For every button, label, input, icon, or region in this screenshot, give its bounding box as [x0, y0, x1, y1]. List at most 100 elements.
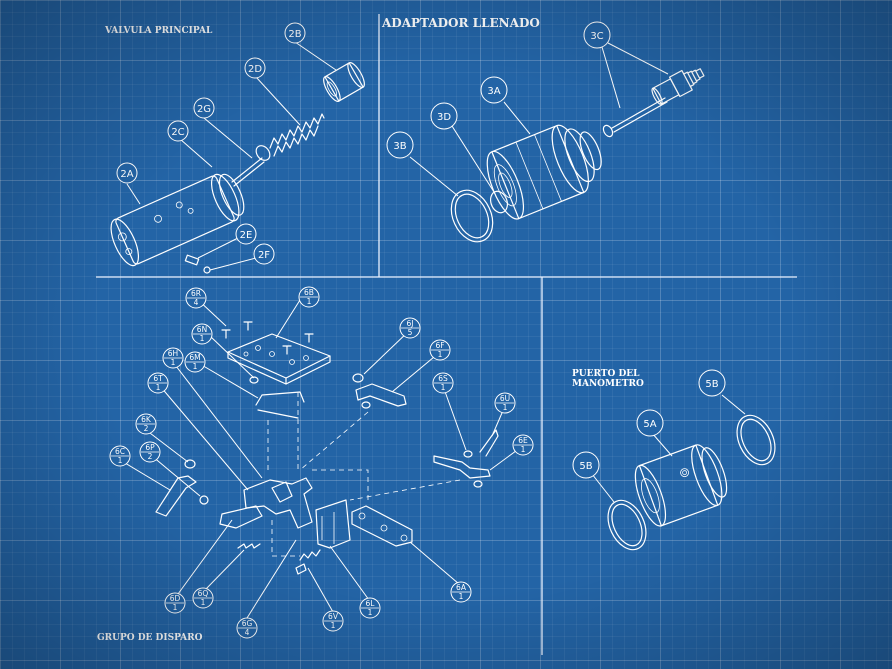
- callout-2C: 2C: [167, 120, 189, 142]
- adapter-fitting-3C: [651, 68, 705, 105]
- svg-text:6V: 6V: [328, 612, 339, 621]
- svg-text:1: 1: [193, 362, 198, 371]
- svg-text:5B: 5B: [705, 379, 718, 390]
- callout-2A: 2A: [116, 162, 138, 184]
- svg-text:1: 1: [307, 297, 312, 306]
- section-title-main-valve: VALVULA PRINCIPAL: [104, 26, 213, 36]
- svg-text:6H: 6H: [168, 349, 178, 358]
- svg-text:1: 1: [118, 456, 123, 465]
- svg-text:6T: 6T: [153, 374, 163, 383]
- valve-ball-2F: [203, 266, 211, 274]
- callout-6V: 6V1: [322, 610, 344, 632]
- svg-text:6K: 6K: [141, 415, 152, 424]
- hammer-6A: [351, 505, 413, 547]
- gauge-oring-5B-right: [736, 414, 776, 466]
- svg-text:4: 4: [194, 298, 199, 307]
- callout-2G: 2G: [193, 97, 215, 119]
- callout-6L: 6L1: [359, 597, 381, 619]
- callout-2F: 2F: [253, 243, 275, 265]
- svg-text:2E: 2E: [240, 230, 253, 241]
- svg-text:6N: 6N: [197, 325, 207, 334]
- adapter-oring-3B: [450, 189, 494, 243]
- callout-6K: 6K2: [135, 413, 157, 435]
- svg-text:6C: 6C: [115, 447, 125, 456]
- plate-6B: [227, 333, 331, 385]
- valve-cap-2B: [323, 62, 365, 102]
- svg-text:4: 4: [245, 628, 250, 637]
- svg-text:6L: 6L: [366, 599, 376, 608]
- callout-3B: 3B: [386, 131, 414, 159]
- svg-text:6D: 6D: [170, 594, 181, 603]
- svg-text:1: 1: [156, 383, 161, 392]
- section-title-trigger-group: GRUPO DE DISPARO: [97, 633, 203, 643]
- svg-text:3A: 3A: [487, 86, 500, 97]
- svg-text:6R: 6R: [191, 289, 201, 298]
- svg-text:6J: 6J: [407, 319, 414, 328]
- callout-5B-left: 5B: [572, 451, 600, 479]
- svg-text:6B: 6B: [304, 288, 314, 297]
- svg-text:2D: 2D: [248, 64, 262, 75]
- callout-6C: 6C1: [109, 445, 131, 467]
- callout-6P: 6P2: [139, 441, 161, 463]
- svg-text:6P: 6P: [145, 443, 155, 452]
- svg-text:1: 1: [438, 350, 443, 359]
- gauge-body-5A: [634, 444, 728, 527]
- callout-6F: 6F1: [429, 339, 451, 361]
- svg-text:1: 1: [331, 621, 336, 630]
- svg-text:1: 1: [368, 608, 373, 617]
- svg-text:1: 1: [173, 603, 178, 612]
- svg-text:2F: 2F: [258, 250, 270, 261]
- fill-adapter-drawing: [409, 42, 705, 243]
- callout-6J: 6J5: [399, 317, 421, 339]
- svg-text:2A: 2A: [120, 169, 133, 180]
- svg-text:6Q: 6Q: [198, 589, 209, 598]
- section-title-fill-adapter: ADAPTADOR LLENADO: [381, 16, 540, 30]
- svg-text:1: 1: [441, 383, 446, 392]
- callout-6N: 6N1: [191, 323, 213, 345]
- svg-text:2: 2: [148, 452, 153, 461]
- callout-6S: 6S1: [432, 372, 454, 394]
- callout-6Q: 6Q1: [192, 587, 214, 609]
- callout-5A: 5A: [636, 409, 664, 437]
- svg-text:1: 1: [201, 598, 206, 607]
- svg-text:6A: 6A: [456, 583, 467, 592]
- svg-text:3D: 3D: [437, 112, 451, 123]
- svg-text:6M: 6M: [189, 353, 200, 362]
- adapter-seal-3D: [489, 190, 509, 214]
- svg-text:2C: 2C: [171, 127, 184, 138]
- callout-2B: 2B: [284, 22, 306, 44]
- valve-body-2A: [110, 173, 245, 267]
- svg-text:1: 1: [503, 403, 508, 412]
- callout-6E: 6E1: [512, 434, 534, 456]
- section-title-gauge-port-1: PUERTO DEL: [572, 369, 640, 379]
- callout-6G: 6G4: [236, 617, 258, 639]
- callout-6R: 6R4: [185, 287, 207, 309]
- callout-6M: 6M1: [184, 351, 206, 373]
- callout-3D: 3D: [430, 102, 458, 130]
- main-valve-drawing: [110, 41, 365, 274]
- svg-text:6E: 6E: [518, 436, 528, 445]
- svg-text:1: 1: [459, 592, 464, 601]
- svg-text:2: 2: [144, 424, 149, 433]
- svg-text:1: 1: [171, 358, 176, 367]
- svg-text:1: 1: [200, 334, 205, 343]
- svg-text:6U: 6U: [500, 394, 510, 403]
- svg-text:5A: 5A: [643, 419, 656, 430]
- callout-5B-top: 5B: [698, 369, 726, 397]
- callout-6B: 6B1: [298, 286, 320, 308]
- callout-2D: 2D: [244, 57, 266, 79]
- svg-text:5: 5: [408, 328, 413, 337]
- svg-text:6G: 6G: [242, 619, 253, 628]
- gauge-port-drawing: [591, 394, 776, 551]
- callout-3A: 3A: [480, 76, 508, 104]
- svg-text:3C: 3C: [590, 31, 603, 42]
- svg-text:1: 1: [521, 445, 526, 454]
- adapter-body-3A: [486, 124, 602, 220]
- gauge-oring-5B-left: [607, 499, 647, 551]
- svg-text:3B: 3B: [393, 141, 406, 152]
- callout-6D: 6D1: [164, 592, 186, 614]
- screws-6R: [221, 321, 314, 355]
- callout-3C: 3C: [583, 21, 611, 49]
